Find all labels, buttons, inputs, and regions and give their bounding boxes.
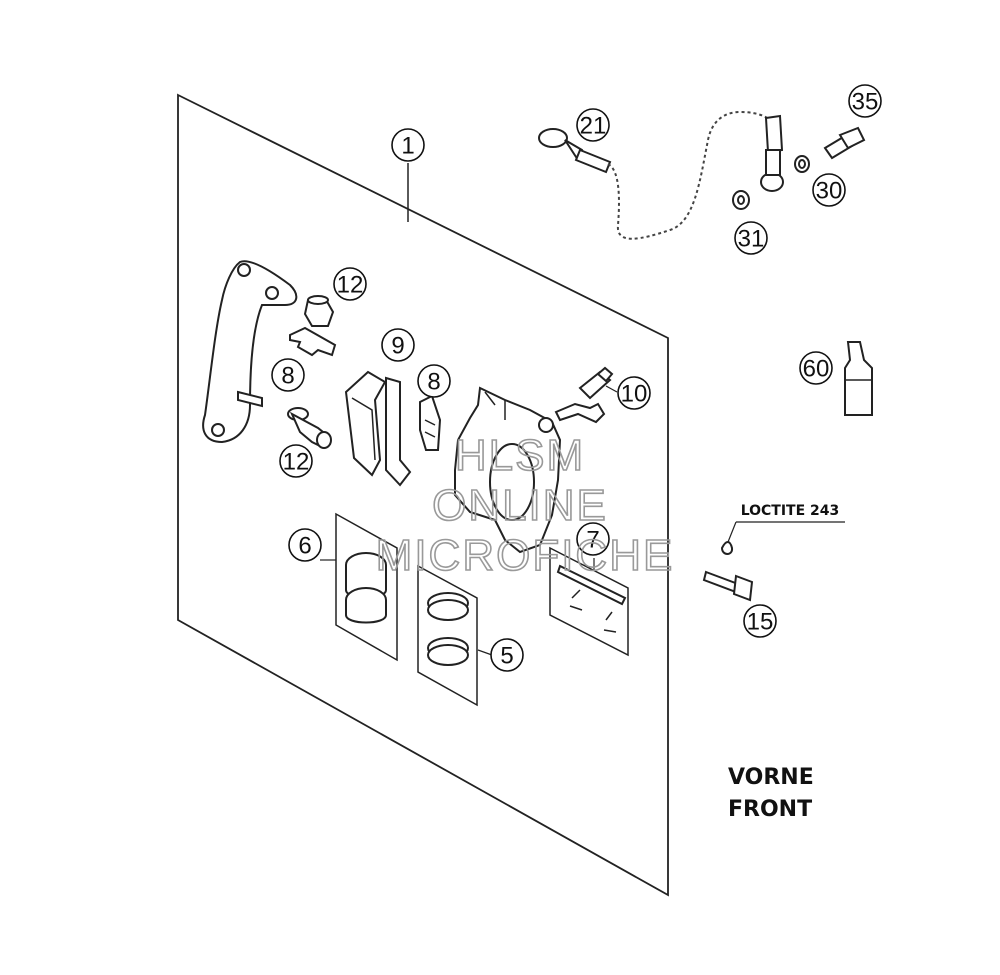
seals-box [417,564,478,707]
svg-text:HLSM: HLSM [455,431,585,480]
svg-text:35: 35 [852,89,879,116]
svg-text:9: 9 [391,333,404,360]
svg-text:6: 6 [298,533,311,560]
pistons-box [335,512,398,662]
svg-text:8: 8 [427,369,440,396]
svg-text:ONLINE: ONLINE [432,481,608,530]
svg-text:8: 8 [281,363,294,390]
position-label-vorne: VORNE [728,765,814,790]
callout-9: 9 [381,328,415,362]
watermark: HLSM ONLINE MICROFICHE [375,430,675,581]
banjo-bolt [823,126,866,160]
callout-8-left: 8 [271,358,305,392]
loctite-bottle [844,341,873,416]
svg-text:12: 12 [283,449,310,476]
svg-text:10: 10 [621,381,648,408]
callout-35: 35 [848,84,882,118]
svg-text:31: 31 [738,226,765,253]
assembly-panel [177,93,669,897]
brake-hose [538,110,784,240]
callout-30: 30 [812,173,846,207]
callout-21: 21 [576,108,610,142]
callout-6: 6 [288,528,322,562]
svg-text:21: 21 [580,113,607,140]
svg-text:12: 12 [337,272,364,299]
callout-12-bottom: 12 [279,444,313,478]
svg-text:5: 5 [500,643,513,670]
bleed-valve [554,366,614,424]
svg-text:30: 30 [816,178,843,205]
svg-text:1: 1 [401,133,414,160]
brake-pads [344,370,412,487]
callout-1: 1 [391,128,425,162]
svg-text:MICROFICHE: MICROFICHE [376,531,675,580]
pad-clip-left [289,326,337,357]
caliper-bracket [202,260,298,444]
svg-text:7: 7 [586,527,599,554]
pin-kit-box [549,546,629,657]
slide-pin [287,407,332,450]
boot-sleeve-top [303,295,335,327]
pad-spring-right [419,394,442,451]
callout-12-top: 12 [333,267,367,301]
position-label-front: FRONT [728,797,812,822]
caliper-body [454,386,562,554]
bolt-15 [702,541,754,602]
callout-7: 7 [576,522,610,556]
callout-60: 60 [799,351,833,385]
callout-5: 5 [490,638,524,672]
svg-text:15: 15 [747,609,774,636]
callout-8-right: 8 [417,364,451,398]
callout-15: 15 [743,604,777,638]
loctite-label: LOCTITE 243 [741,503,840,519]
callout-10: 10 [617,376,651,410]
svg-text:60: 60 [803,356,830,383]
callout-31: 31 [734,221,768,255]
